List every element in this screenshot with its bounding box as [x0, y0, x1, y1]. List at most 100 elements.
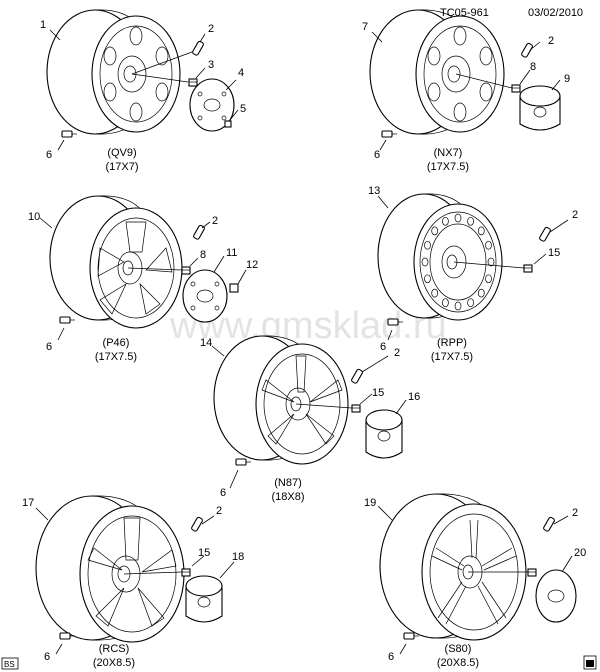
callout-6: 6 [380, 341, 386, 353]
vent-hole [421, 257, 429, 267]
callout-2: 2 [572, 507, 578, 519]
lug-nut-icon [351, 404, 361, 413]
callout-2: 2 [216, 505, 222, 517]
lug-nut-icon [181, 568, 191, 577]
callout-6: 6 [388, 651, 394, 663]
valve-stem-icon [538, 226, 552, 243]
valve-stem-icon [520, 42, 534, 59]
center-cap-icon [189, 78, 235, 132]
wheel-size-rcs: (20X8.5) [93, 657, 135, 669]
lug-nut-icon [181, 266, 191, 275]
wheel-size-n87: (18X8) [271, 491, 304, 503]
callout-6: 6 [46, 149, 52, 161]
callout-3: 3 [208, 59, 214, 71]
bolt-icon [224, 120, 232, 128]
callout-12: 12 [246, 259, 258, 271]
vent-hole [454, 301, 462, 311]
wheel-rcs[interactable] [35, 495, 235, 655]
wheel-rpp[interactable] [377, 193, 569, 341]
lug-nut-icon [511, 84, 521, 93]
valve-stem-icon [235, 458, 252, 466]
corner-badge: BS [1, 657, 19, 670]
vent-hole [485, 240, 492, 250]
callout-15: 15 [548, 247, 560, 259]
wheel-option-rcs: (RCS) [99, 643, 130, 655]
callout-8: 8 [200, 249, 206, 261]
valve-stem-icon [191, 40, 205, 57]
valve-stem-icon [542, 516, 556, 533]
callout-14: 14 [200, 337, 212, 349]
callout-10: 10 [28, 211, 40, 223]
callout-6: 6 [374, 149, 380, 161]
document-icon [583, 655, 597, 670]
wheel-option-n87: (N87) [274, 477, 302, 489]
valve-stem-icon [190, 516, 204, 533]
bolt-icon [229, 283, 239, 293]
callout-2: 2 [548, 35, 554, 47]
wheel-option-s80: (S80) [445, 643, 472, 655]
vent-hole [487, 257, 495, 267]
callout-11: 11 [226, 247, 237, 259]
valve-stem-icon [59, 316, 76, 324]
callout-19: 19 [364, 497, 376, 509]
callout-4: 4 [238, 67, 244, 79]
callout-6: 6 [44, 651, 50, 663]
wheel-n87[interactable] [211, 335, 407, 489]
vent-hole [477, 226, 485, 236]
callout-17: 17 [22, 497, 34, 509]
callout-15: 15 [372, 387, 384, 399]
callout-18: 18 [232, 551, 244, 563]
wheel-size-nx7: (17X7.5) [427, 161, 469, 173]
wheel-nx7[interactable] [369, 9, 561, 151]
wheel-size-qv9: (17X7) [105, 161, 138, 173]
wheel-option-nx7: (NX7) [434, 147, 463, 159]
callout-8: 8 [530, 61, 536, 73]
vent-hole [477, 288, 485, 298]
center-cap-icon [182, 269, 228, 323]
center-cap-icon [365, 409, 403, 459]
callout-20: 20 [574, 547, 586, 559]
wheel-option-p46: (P46) [103, 337, 130, 349]
valve-stem-icon [381, 130, 398, 138]
vent-hole [485, 274, 492, 284]
vent-hole [442, 298, 449, 308]
center-cap-icon [535, 569, 577, 623]
callout-6: 6 [46, 341, 52, 353]
callout-2: 2 [572, 209, 578, 221]
callout-9: 9 [564, 73, 570, 85]
wheel-size-p46: (17X7.5) [95, 351, 137, 363]
callout-13: 13 [368, 185, 380, 197]
wheel-qv9[interactable] [46, 9, 239, 151]
vent-hole [431, 226, 439, 236]
callout-1: 1 [40, 19, 46, 31]
wheel-p46[interactable] [39, 195, 247, 341]
callout-7: 7 [362, 21, 368, 33]
valve-stem-icon [61, 130, 78, 138]
vent-hole [467, 298, 474, 308]
callout-2: 2 [208, 23, 214, 35]
wheel-s80[interactable] [377, 493, 577, 655]
center-cap-icon [519, 85, 561, 131]
lug-nut-icon [527, 568, 537, 577]
vent-hole [424, 274, 431, 284]
callout-2: 2 [394, 347, 400, 359]
wheel-option-rpp: (RPP) [437, 337, 467, 349]
wheel-size-rpp: (17X7.5) [431, 351, 473, 363]
svg-text:BS: BS [4, 660, 15, 669]
diagram-date: 03/02/2010 [528, 7, 583, 19]
callout-16: 16 [408, 391, 420, 403]
center-cap-icon [185, 575, 223, 623]
callout-6: 6 [220, 487, 226, 499]
diagram-code: TC05-961 [440, 7, 489, 19]
vent-hole [424, 240, 431, 250]
vent-hole [454, 213, 462, 223]
callout-15: 15 [198, 547, 210, 559]
lug-nut-icon [523, 264, 533, 273]
callout-5: 5 [240, 103, 246, 115]
lug-nut-icon [188, 78, 198, 87]
wheel-option-qv9: (QV9) [107, 147, 136, 159]
valve-stem-icon [350, 368, 364, 385]
vent-hole [467, 216, 474, 226]
callout-2: 2 [212, 215, 218, 227]
